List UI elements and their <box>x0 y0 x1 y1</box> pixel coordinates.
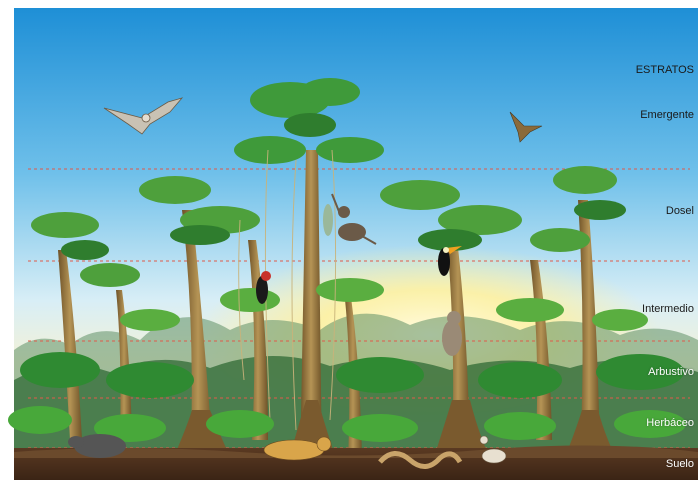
stratum-label-suelo: Suelo <box>666 458 694 470</box>
sloth <box>323 204 333 236</box>
stratum-label-intermedio: Intermedio <box>642 303 694 315</box>
stratum-label-arbustivo: Arbustivo <box>648 366 694 378</box>
stratum-label-herbaceo: Herbáceo <box>646 417 694 429</box>
stratum-label-emergente: Emergente <box>640 109 694 121</box>
stratum-label-dosel: Dosel <box>666 205 694 217</box>
strata-title: ESTRATOS <box>636 64 694 76</box>
